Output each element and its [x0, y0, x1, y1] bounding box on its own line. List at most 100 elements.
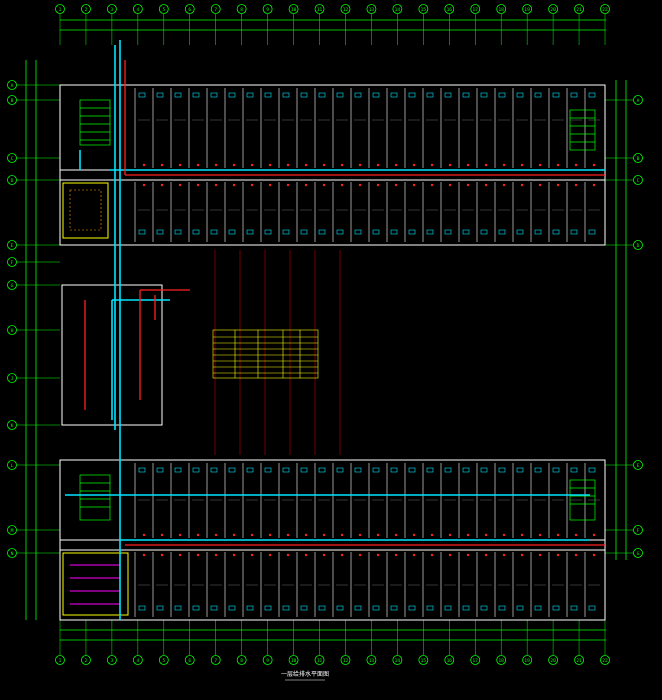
right-axis-bubble: D [633, 240, 643, 250]
floor-drain [322, 553, 326, 557]
sink-fixture [336, 605, 344, 611]
floor-drain [286, 183, 290, 187]
floor-drain [196, 163, 200, 167]
top-axis-bubble: 18 [496, 4, 507, 14]
right-axis-label: F [637, 528, 640, 534]
sink-fixture [552, 92, 560, 98]
bottom-axis-bubble: 14 [392, 655, 403, 665]
floor-drain [412, 183, 416, 187]
sink-fixture [156, 92, 164, 98]
left-axis-bubble: K [7, 420, 17, 430]
sink-fixture [444, 467, 452, 473]
floor-drain [502, 533, 506, 537]
stair-right-lower [569, 479, 596, 521]
left-axis-bubble: H [7, 325, 17, 335]
bottom-axis-bubble: 6 [184, 655, 195, 665]
sink-fixture [552, 229, 560, 235]
top-axis-bubble: 20 [548, 4, 558, 14]
top-axis-bubble: 15 [418, 4, 429, 14]
floor-drain [214, 183, 218, 187]
floor-drain [340, 183, 344, 187]
grid-lines [17, 14, 633, 655]
sink-fixture [282, 92, 290, 98]
floor-drain [322, 183, 326, 187]
bottom-axis-label: 4 [136, 658, 139, 664]
top-axis-bubble: 14 [392, 4, 403, 14]
floor-drain [304, 163, 308, 167]
sink-fixture [300, 229, 308, 235]
top-axis-bubble: 3 [107, 4, 117, 14]
sink-fixture [138, 467, 146, 473]
top-axis-label: 13 [369, 7, 375, 13]
sink-fixture [372, 92, 380, 98]
left-axis-bubble: A [7, 80, 17, 90]
floor-drain [142, 533, 146, 537]
top-axis-bubble: 16 [444, 4, 455, 14]
bottom-axis-bubble: 3 [107, 655, 117, 665]
bottom-axis-label: 3 [111, 658, 114, 664]
right-axis-label: C [637, 178, 640, 184]
floor-drain [376, 553, 380, 557]
left-axis-bubble: D [7, 175, 17, 185]
floor-drain [376, 163, 380, 167]
section-lines [214, 250, 341, 455]
sink-fixture [462, 92, 470, 98]
floor-drain [448, 183, 452, 187]
top-axis-label: 1 [59, 7, 62, 13]
sink-fixture [372, 467, 380, 473]
sink-fixture [300, 605, 308, 611]
sink-fixture [390, 92, 398, 98]
floor-drain [448, 553, 452, 557]
right-axis-bubble: F [633, 525, 643, 535]
floor-drain [268, 533, 272, 537]
floor-drain [394, 533, 398, 537]
sink-fixture [264, 467, 272, 473]
top-axis-bubble: 5 [158, 4, 169, 14]
floor-drain [574, 533, 578, 537]
sink-fixture [498, 92, 506, 98]
sink-fixture [534, 92, 542, 98]
sink-fixture [174, 229, 182, 235]
sink-fixture [282, 605, 290, 611]
sink-fixture [390, 605, 398, 611]
sink-fixture [192, 229, 200, 235]
sink-fixture [390, 229, 398, 235]
bottom-axis-label: 22 [602, 658, 608, 664]
sink-fixture [444, 229, 452, 235]
top-axis-label: 3 [111, 7, 114, 13]
bottom-axis-bubble: 11 [314, 655, 325, 665]
hatched-room-lower [62, 552, 129, 616]
floor-drain [466, 533, 470, 537]
top-axis-bubble: 8 [236, 4, 247, 14]
floor-drain [574, 163, 578, 167]
floor-drain [448, 533, 452, 537]
top-axis-label: 18 [498, 7, 504, 13]
bottom-axis-label: 18 [498, 658, 504, 664]
sink-fixture [264, 605, 272, 611]
floor-drain [322, 163, 326, 167]
left-axis-bubble: E [7, 240, 17, 250]
left-axis-bubble: J [7, 373, 17, 383]
plumbing-fixtures [138, 92, 600, 611]
sink-fixture [228, 229, 236, 235]
top-axis-bubble: 2 [81, 4, 91, 14]
top-axis-label: 15 [421, 7, 427, 13]
top-axis-bubble: 19 [522, 4, 533, 14]
left-axis-label: L [11, 463, 14, 469]
bottom-axis-label: 15 [421, 658, 427, 664]
left-axis-bubble: N [7, 548, 17, 558]
bottom-axis-bubble: 19 [522, 655, 533, 665]
sink-fixture [426, 467, 434, 473]
left-axis-label: F [11, 260, 14, 266]
sink-fixture [372, 605, 380, 611]
sink-fixture [138, 605, 146, 611]
left-axis-bubble: B [7, 95, 17, 105]
floor-drain [394, 553, 398, 557]
floor-drain [484, 533, 488, 537]
floor-drain [304, 183, 308, 187]
floor-drain [520, 553, 524, 557]
floor-drain [448, 163, 452, 167]
bottom-axis-label: 12 [343, 658, 349, 664]
